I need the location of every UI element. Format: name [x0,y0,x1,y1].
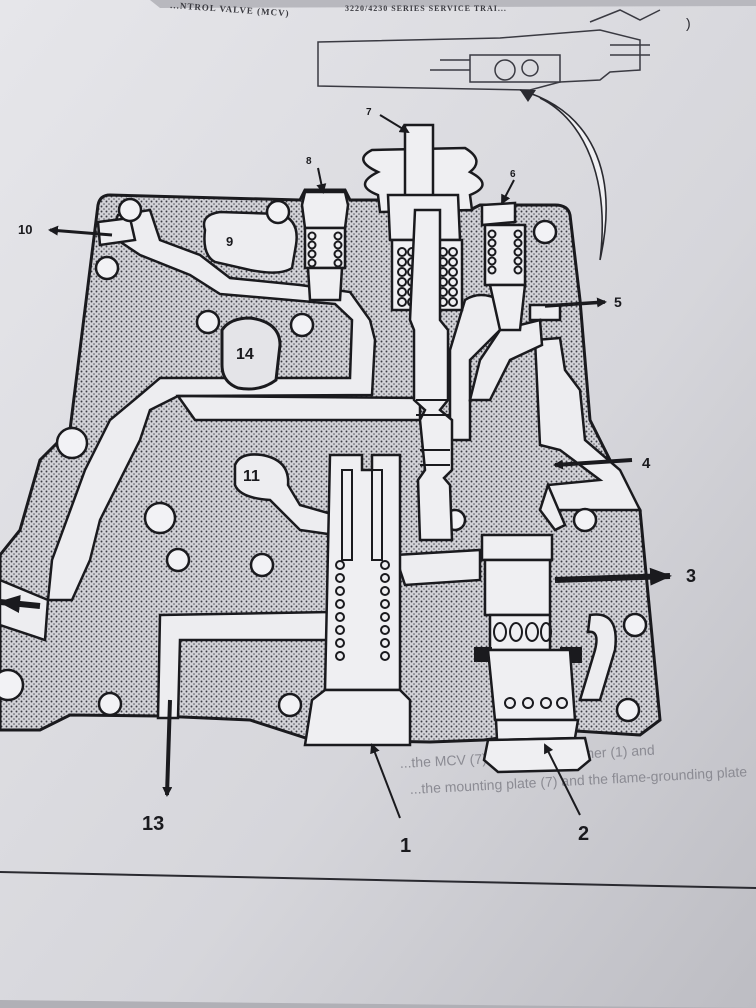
leader-2 [544,743,581,816]
tractor-inset [317,9,661,91]
arrow-5 [544,297,607,308]
callout-10: 10 [18,222,32,237]
inset-lead-arrow [519,89,607,261]
valve-1 [303,453,412,747]
callout-3: 3 [686,566,696,586]
bolt-hole [0,668,25,702]
callout-13: 13 [142,813,164,835]
bolt-hole [195,309,221,335]
flow-arrows [0,225,672,797]
bolt-hole [622,612,648,638]
boss-11 [233,453,337,537]
leader-8 [316,167,327,194]
boss-14 [220,316,282,391]
arrow-10 [48,225,113,237]
leader-7 [379,114,410,134]
callout-8: 8 [306,156,312,167]
leader-6 [501,179,515,205]
bolt-hole [143,501,177,535]
bolt-hole [94,255,120,281]
valve-6 [480,201,527,332]
leader-lines [316,114,581,819]
bolt-hole [117,197,143,223]
bolt-hole [572,507,598,533]
page-rule [0,871,756,889]
bolt-hole [615,697,641,723]
callout-6: 6 [510,169,516,180]
arrow-4 [553,458,633,470]
header-right-title: 3220/4230 SERIES SERVICE TRAI... [345,4,507,13]
bolt-hole [97,691,123,717]
mounting-holes [0,197,648,723]
callout-14: 14 [236,346,254,363]
callout-2: 2 [578,823,589,845]
arrow-left-edge [0,595,41,613]
callout-labels: 7 8 6 10 9 5 14 4 11 3 13 1 2 [18,107,696,857]
bolt-hole [277,692,303,718]
callout-1: 1 [400,835,411,857]
arrow-13 [162,699,173,797]
valve-2 [474,533,592,774]
leader-1 [370,743,401,819]
corner-mark: ) [686,15,691,31]
arrow-3 [554,567,672,586]
internal-passages [0,208,643,720]
callout-9: 9 [226,234,233,249]
bolt-hole [165,547,191,573]
bolt-hole [249,552,275,578]
bolt-hole [532,219,558,245]
bolt-hole [55,426,89,460]
valve-8 [300,190,350,302]
callout-5: 5 [614,294,622,310]
header-band [150,0,756,8]
bolt-hole [265,199,291,225]
callout-7: 7 [366,107,372,118]
spool-7 [362,123,484,542]
callout-11: 11 [243,468,260,485]
callout-4: 4 [642,455,651,472]
page-bottom-shadow [0,1000,756,1008]
bolt-hole [289,312,315,338]
